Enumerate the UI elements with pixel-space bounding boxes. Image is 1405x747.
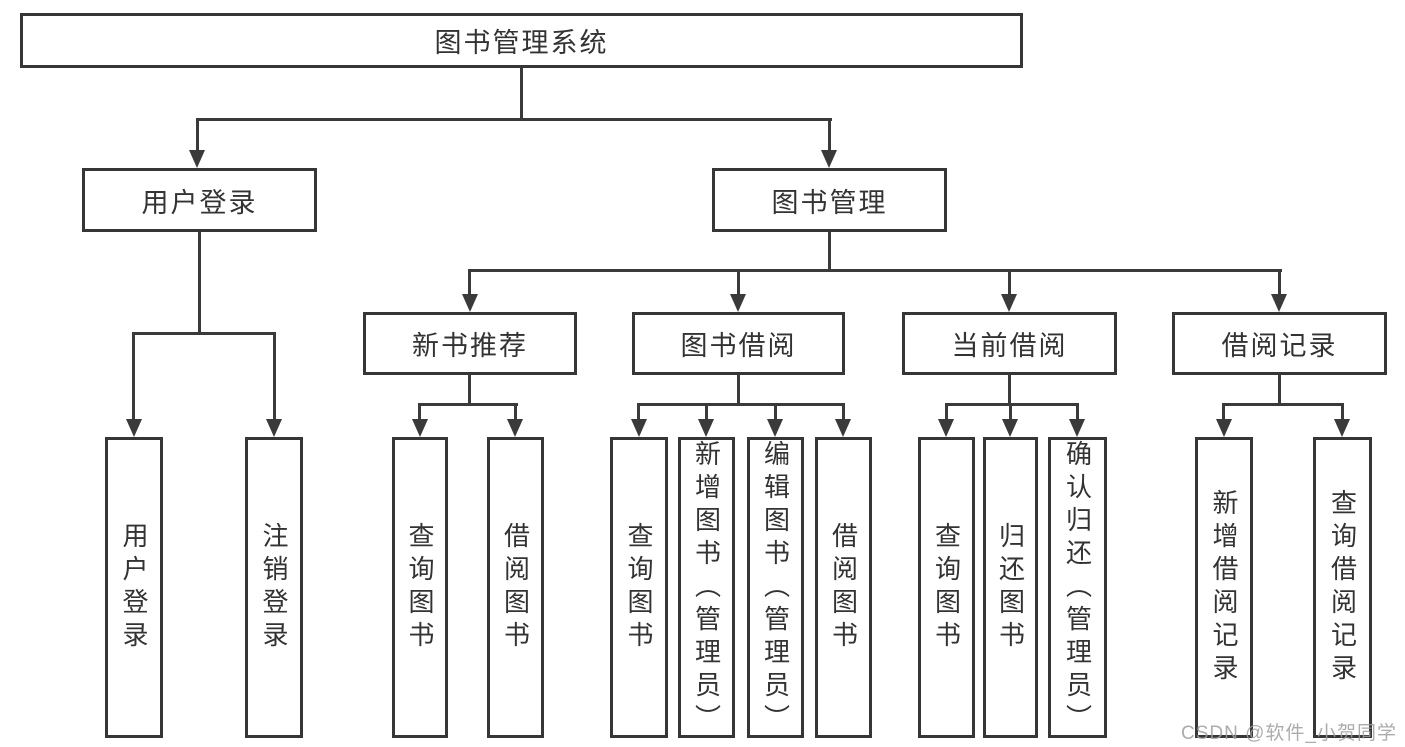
connector-line bbox=[1009, 403, 1012, 421]
connector-line bbox=[196, 118, 832, 121]
connector-line bbox=[468, 269, 1282, 272]
arrow-down-icon bbox=[1002, 419, 1018, 437]
leaf-logout-login: 注销登录 bbox=[245, 437, 303, 738]
connector-line bbox=[132, 332, 276, 335]
leaf-add-borrowing-record: 新增借阅记录 bbox=[1195, 437, 1253, 738]
arrow-down-icon bbox=[189, 150, 205, 168]
leaf-query-borrowing-record: 查询借阅记录 bbox=[1313, 437, 1372, 738]
node-book-borrowing-label: 图书借阅 bbox=[680, 331, 797, 361]
leaf-borrow-books-recommend-label: 借阅图书 bbox=[500, 521, 531, 654]
arrow-down-icon bbox=[730, 294, 746, 312]
connector-line bbox=[774, 403, 777, 421]
leaf-query-books-recommend: 查询图书 bbox=[392, 437, 448, 738]
connector-line bbox=[828, 232, 831, 272]
connector-line bbox=[468, 269, 471, 296]
leaf-add-books-admin-label: 新增图书（管理员） bbox=[691, 440, 722, 737]
arrow-down-icon bbox=[1069, 419, 1085, 437]
leaf-borrow-books-recommend: 借阅图书 bbox=[487, 437, 544, 738]
node-new-book-recommendation: 新书推荐 bbox=[363, 312, 577, 375]
node-library-system: 图书管理系统 bbox=[20, 13, 1023, 68]
leaf-edit-books-admin: 编辑图书（管理员） bbox=[747, 437, 804, 738]
node-current-borrowing: 当前借阅 bbox=[902, 312, 1117, 375]
connector-line bbox=[1076, 403, 1079, 421]
leaf-return-books: 归还图书 bbox=[983, 437, 1038, 738]
leaf-add-books-admin: 新增图书（管理员） bbox=[678, 437, 735, 738]
connector-line bbox=[828, 118, 831, 152]
connector-line bbox=[468, 374, 471, 406]
node-user-login-label: 用户登录 bbox=[141, 187, 258, 218]
connector-line bbox=[1341, 403, 1344, 421]
arrow-down-icon bbox=[1271, 294, 1287, 312]
connector-line bbox=[637, 403, 640, 421]
leaf-add-borrowing-record-label: 新增借阅记录 bbox=[1209, 488, 1239, 687]
connector-line bbox=[1278, 374, 1281, 406]
arrow-down-icon bbox=[698, 419, 714, 437]
leaf-query-books-recommend-label: 查询图书 bbox=[405, 521, 435, 654]
connector-line bbox=[514, 403, 517, 421]
leaf-logout-login-label: 注销登录 bbox=[259, 521, 289, 654]
connector-line bbox=[132, 332, 135, 421]
connector-line bbox=[418, 403, 421, 421]
leaf-return-books-label: 归还图书 bbox=[995, 521, 1026, 654]
connector-line bbox=[637, 403, 845, 406]
arrow-down-icon bbox=[507, 419, 523, 437]
leaf-borrow-books-borrowing: 借阅图书 bbox=[815, 437, 872, 738]
leaf-query-books-current: 查询图书 bbox=[918, 437, 975, 738]
connector-line bbox=[1008, 374, 1011, 406]
leaf-user-login: 用户登录 bbox=[105, 437, 163, 738]
arrow-down-icon bbox=[412, 419, 428, 437]
connector-line bbox=[196, 118, 199, 152]
connector-line bbox=[418, 403, 518, 406]
arrow-down-icon bbox=[126, 419, 142, 437]
connector-line bbox=[705, 403, 708, 421]
node-book-borrowing: 图书借阅 bbox=[632, 312, 845, 375]
arrow-down-icon bbox=[1216, 419, 1232, 437]
connector-line bbox=[198, 232, 201, 335]
node-user-login: 用户登录 bbox=[82, 168, 317, 232]
leaf-query-books-borrowing: 查询图书 bbox=[610, 437, 668, 738]
connector-line bbox=[737, 374, 740, 406]
connector-line bbox=[1278, 269, 1281, 296]
connector-line bbox=[737, 269, 740, 296]
leaf-query-books-borrowing-label: 查询图书 bbox=[624, 521, 654, 654]
leaf-confirm-return-admin-label: 确认归还（管理员） bbox=[1062, 440, 1093, 737]
leaf-query-books-current-label: 查询图书 bbox=[931, 521, 962, 654]
node-borrowing-records-label: 借阅记录 bbox=[1221, 331, 1338, 361]
arrow-down-icon bbox=[462, 294, 478, 312]
connector-line bbox=[1222, 403, 1344, 406]
connector-line bbox=[1008, 269, 1011, 296]
connector-line bbox=[520, 68, 523, 121]
node-new-book-recommendation-label: 新书推荐 bbox=[412, 331, 528, 361]
arrow-down-icon bbox=[835, 419, 851, 437]
connector-line bbox=[945, 403, 1079, 406]
arrow-down-icon bbox=[1334, 419, 1350, 437]
leaf-confirm-return-admin: 确认归还（管理员） bbox=[1048, 437, 1107, 738]
leaf-edit-books-admin-label: 编辑图书（管理员） bbox=[760, 440, 791, 737]
connector-line bbox=[945, 403, 948, 421]
csdn-watermark: CSDN @软件_小贺同学 bbox=[1181, 723, 1397, 744]
arrow-down-icon bbox=[1001, 294, 1017, 312]
leaf-user-login-label: 用户登录 bbox=[119, 521, 149, 654]
node-book-management: 图书管理 bbox=[712, 168, 947, 232]
connector-line bbox=[273, 332, 276, 421]
connector-line bbox=[1222, 403, 1225, 421]
node-library-system-label: 图书管理系统 bbox=[434, 28, 609, 58]
arrow-down-icon bbox=[821, 150, 837, 168]
arrow-down-icon bbox=[938, 419, 954, 437]
leaf-query-borrowing-record-label: 查询借阅记录 bbox=[1327, 488, 1358, 687]
arrow-down-icon bbox=[631, 419, 647, 437]
arrow-down-icon bbox=[266, 419, 282, 437]
node-current-borrowing-label: 当前借阅 bbox=[951, 331, 1068, 361]
node-book-management-label: 图书管理 bbox=[771, 187, 888, 218]
connector-line bbox=[842, 403, 845, 421]
arrow-down-icon bbox=[767, 419, 783, 437]
node-borrowing-records: 借阅记录 bbox=[1172, 312, 1387, 375]
leaf-borrow-books-borrowing-label: 借阅图书 bbox=[828, 521, 859, 654]
